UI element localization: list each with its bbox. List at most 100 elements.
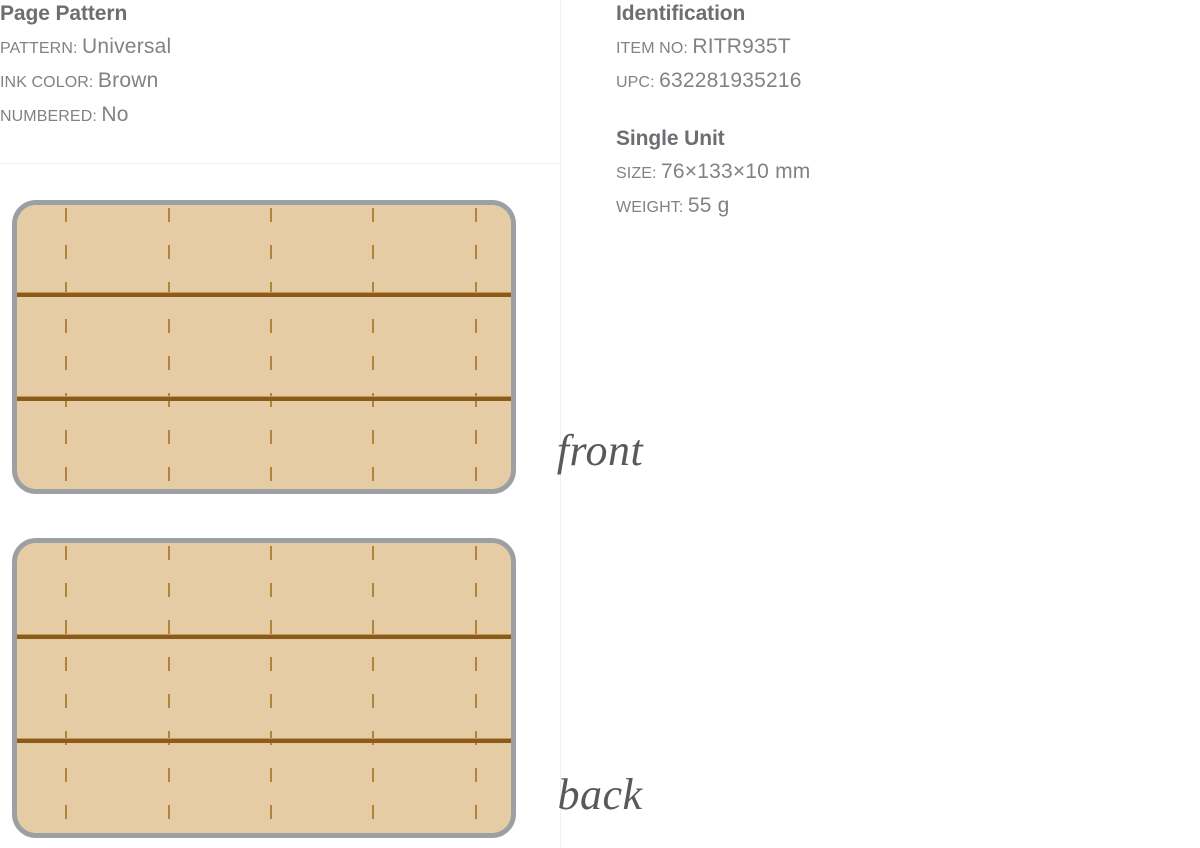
spec-row-ink-color: INK COLOR: Brown (0, 65, 545, 99)
pattern-dash-tick (168, 208, 170, 222)
pattern-dash-tick (65, 657, 67, 671)
pattern-dash-tick (168, 319, 170, 333)
spec-value-pattern: Universal (82, 35, 172, 58)
pattern-dash-tick (372, 768, 374, 782)
pattern-dash-tick (270, 319, 272, 333)
pattern-dash-tick (372, 620, 374, 634)
pattern-dash-tick (168, 620, 170, 634)
pattern-dash-tick (168, 731, 170, 745)
pattern-dash-tick (475, 467, 477, 481)
pattern-dash-tick (270, 694, 272, 708)
spec-label-numbered: NUMBERED: (0, 108, 97, 125)
pattern-dash-tick (168, 657, 170, 671)
pattern-dash-tick (168, 805, 170, 819)
front-face-label: front (556, 426, 644, 475)
pattern-dash-tick (475, 245, 477, 259)
pattern-dash-tick (372, 694, 374, 708)
pattern-dash-tick (475, 768, 477, 782)
column-divider (560, 0, 561, 848)
pattern-dash-tick (270, 731, 272, 745)
spec-value-weight: 55 g (687, 194, 730, 217)
pattern-dash-tick (270, 245, 272, 259)
spec-label-weight: WEIGHT: (616, 199, 684, 216)
pattern-dash-tick (270, 546, 272, 560)
spec-row-item-no: ITEM NO: RITR935T (616, 31, 1176, 65)
pattern-dash-tick (475, 282, 477, 296)
pattern-dash-tick (475, 356, 477, 370)
pattern-grid-back (17, 543, 511, 833)
pattern-dash-tick (65, 430, 67, 444)
pattern-dash-tick (168, 583, 170, 597)
pattern-dash-tick (65, 467, 67, 481)
pattern-rule-line (17, 635, 511, 639)
pattern-dash-tick (372, 319, 374, 333)
pattern-dash-tick (65, 583, 67, 597)
pattern-dash-tick (372, 546, 374, 560)
spec-row-weight: WEIGHT: 55 g (616, 190, 1176, 224)
pattern-dash-tick (65, 620, 67, 634)
identification-section: Identification ITEM NO: RITR935T UPC: 63… (616, 0, 1176, 224)
pattern-dash-tick (168, 245, 170, 259)
pattern-dash-tick (372, 282, 374, 296)
pattern-dash-tick (475, 319, 477, 333)
pattern-rule-line (17, 293, 511, 297)
pattern-dash-tick (168, 430, 170, 444)
pattern-dash-tick (372, 430, 374, 444)
identification-title: Identification (616, 2, 746, 25)
pattern-dash-tick (65, 731, 67, 745)
spec-label-pattern: PATTERN: (0, 40, 78, 57)
spec-label-ink-color: INK COLOR: (0, 74, 94, 91)
pattern-dash-tick (372, 805, 374, 819)
pattern-rule-line (17, 739, 511, 743)
pattern-dash-tick (168, 833, 170, 838)
pattern-dash-tick (475, 620, 477, 634)
pattern-rule-line (17, 397, 511, 401)
pattern-dash-tick (270, 356, 272, 370)
pattern-dash-tick (65, 245, 67, 259)
left-section-rule (0, 163, 560, 164)
pattern-dash-tick (372, 833, 374, 838)
pattern-dash-tick (372, 245, 374, 259)
pattern-dash-tick (270, 768, 272, 782)
pattern-dash-tick (65, 546, 67, 560)
spec-value-ink-color: Brown (97, 69, 159, 92)
pattern-dash-tick (65, 833, 67, 838)
spec-row-numbered: NUMBERED: No (0, 99, 545, 133)
pattern-dash-tick (270, 208, 272, 222)
pattern-dash-tick (475, 805, 477, 819)
pattern-dash-tick (475, 694, 477, 708)
pattern-dash-tick (65, 282, 67, 296)
spec-label-item-no: ITEM NO: (616, 40, 688, 57)
pattern-dash-tick (65, 768, 67, 782)
spec-value-item-no: RITR935T (692, 35, 791, 58)
pattern-dash-tick (168, 768, 170, 782)
pattern-dash-tick (475, 208, 477, 222)
pattern-dash-tick (270, 620, 272, 634)
page-pattern-preview-front (12, 200, 516, 494)
pattern-dash-tick (475, 583, 477, 597)
pattern-dash-tick (65, 694, 67, 708)
spec-value-size: 76×133×10 mm (660, 160, 811, 183)
section-spacer (616, 99, 1176, 125)
pattern-dash-tick (65, 208, 67, 222)
single-unit-title: Single Unit (616, 127, 725, 150)
pattern-dash-tick (168, 282, 170, 296)
page-pattern-section: Page Pattern PATTERN: Universal INK COLO… (0, 0, 545, 133)
spec-label-size: SIZE: (616, 165, 657, 182)
spec-label-upc: UPC: (616, 74, 655, 91)
pattern-dash-tick (168, 694, 170, 708)
pattern-dash-tick (475, 833, 477, 838)
pattern-dash-tick (270, 430, 272, 444)
pattern-dash-tick (270, 657, 272, 671)
pattern-dash-tick (475, 731, 477, 745)
pattern-dash-tick (270, 467, 272, 481)
back-face-label: back (557, 770, 643, 819)
pattern-dash-tick (168, 356, 170, 370)
pattern-dash-tick (65, 805, 67, 819)
pattern-dash-tick (372, 208, 374, 222)
pattern-dash-tick (65, 356, 67, 370)
pattern-dash-tick (372, 467, 374, 481)
pattern-dash-tick (475, 546, 477, 560)
pattern-dash-tick (372, 657, 374, 671)
